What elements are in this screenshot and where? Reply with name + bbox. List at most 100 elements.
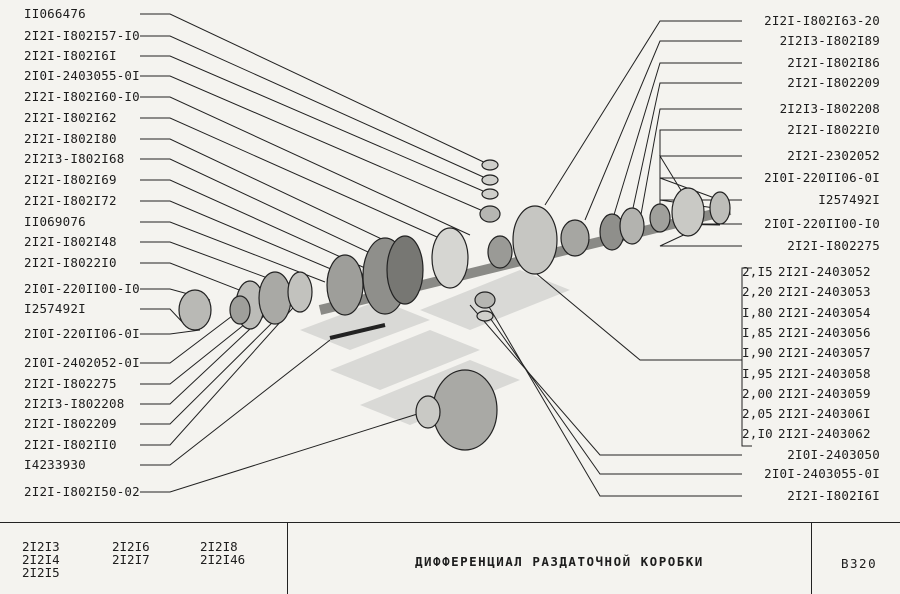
shim-part-number: 2I2I-2403062	[778, 426, 871, 441]
part-number-label: 2I2I3-I802208	[779, 101, 880, 116]
leader-line	[629, 82, 742, 223]
leader-line	[140, 314, 266, 405]
shim-part-number: 2I2I-2403054	[778, 305, 871, 320]
part-number-label: 2I2I-I8022I0	[787, 122, 880, 137]
part-number-label: 2I0I-2403055-0I	[24, 68, 140, 83]
leader-line	[519, 259, 742, 361]
part-number-label: 2I2I-I802I86	[787, 55, 880, 70]
shim-thickness: 2,I0	[742, 426, 773, 441]
shim-part-number: 2I2I-2403052	[778, 264, 871, 279]
part-number-label: 2I0I-220II06-0I	[764, 170, 880, 185]
model-code: 2I2I7	[112, 552, 150, 567]
leader-line	[140, 179, 366, 269]
shim-part-number: 2I2I-2403057	[778, 345, 871, 360]
part-number-label: 2I2I-I802I69	[24, 172, 117, 187]
leader-line	[469, 304, 742, 456]
model-list-1: 2I2I3 2I2I4 2I2I5	[22, 540, 60, 579]
leader-line	[140, 319, 251, 385]
model-code: 2I2I46	[200, 552, 246, 567]
model-code: 2I2I5	[22, 565, 60, 580]
leader-line	[140, 158, 386, 261]
part-number-label: I4233930	[24, 457, 86, 472]
sheet-code-cell: В320	[811, 523, 900, 594]
shim-row: 2,I5 2I2I-2403052	[742, 265, 871, 278]
part-number-label: 2I2I-I802I50-02	[24, 484, 140, 499]
title-block: 2I2I3 2I2I4 2I2I5 2I2I6 2I2I7 2I2I8 2I2I…	[0, 522, 900, 594]
leader-line	[140, 138, 406, 251]
leader-line	[140, 339, 331, 466]
leader-line	[659, 129, 742, 215]
model-list-3: 2I2I8 2I2I46	[200, 540, 245, 566]
part-number-label: 2I0I-2402052-0I	[24, 355, 140, 370]
part-number-label: I257492I	[818, 192, 880, 207]
shim-part-number: 2I2I-2403059	[778, 386, 871, 401]
part-number-label: 2I2I-2302052	[787, 148, 880, 163]
differential-assembly	[178, 159, 732, 451]
leader-line	[609, 62, 742, 229]
shim-thickness: 2,20	[742, 284, 773, 299]
shim-part-number: 2I2I-2403056	[778, 325, 871, 340]
part-number-label: 2I2I-I802I48	[24, 234, 117, 249]
part-number-label: II066476	[24, 6, 86, 21]
leader-line	[489, 317, 742, 475]
leader-line	[659, 177, 742, 201]
leader-line	[140, 241, 301, 291]
part-number-label: 2I0I-220II00-I0	[24, 281, 140, 296]
model-code: 2I2I6	[112, 539, 150, 554]
title-cell: ДИФФЕРЕНЦИАЛ РАЗДАТОЧНОЙ КОРОБКИ	[287, 523, 812, 594]
shim-part-number: 2I2I-240306I	[778, 406, 871, 421]
part-number-label: 2I2I-I802I6I	[24, 48, 117, 63]
part-number-label: 2I0I-2403050	[787, 447, 880, 462]
model-code: 2I2I4	[22, 552, 60, 567]
part-number-label: 2I2I-I802209	[787, 75, 880, 90]
leader-line	[140, 309, 241, 364]
part-number-label: 2I2I-I802275	[24, 376, 117, 391]
sheet-code: В320	[841, 556, 878, 571]
part-number-label: 2I2I3-I802I68	[24, 151, 125, 166]
shim-row: 2,00 2I2I-2403059	[742, 387, 871, 400]
leader-lines	[140, 13, 752, 497]
shim-thickness: 2,I5	[742, 264, 773, 279]
part-number-label: 2I2I-I802I63-20	[764, 13, 880, 28]
leader-line	[140, 262, 266, 301]
part-number-label: 2I0I-2403055-0I	[764, 466, 880, 481]
part-number-label: I257492I	[24, 301, 86, 316]
part-number-label: II069076	[24, 214, 86, 229]
leader-line	[544, 20, 742, 206]
shim-row: 2,05 2I2I-240306I	[742, 407, 871, 420]
shim-part-number: 2I2I-2403053	[778, 284, 871, 299]
shim-row: I,80 2I2I-2403054	[742, 306, 871, 319]
part-number-label: 2I2I-I802275	[787, 238, 880, 253]
model-code: 2I2I3	[22, 539, 60, 554]
part-number-label: 2I2I-I8022I0	[24, 255, 117, 270]
model-code: 2I2I8	[200, 539, 238, 554]
sheet-title: ДИФФЕРЕНЦИАЛ РАЗДАТОЧНОЙ КОРОБКИ	[415, 554, 704, 569]
part-number-label: 2I2I-I802209	[24, 416, 117, 431]
leader-line	[140, 309, 286, 425]
shim-thickness: 2,00	[742, 386, 773, 401]
shim-thickness: I,90	[742, 345, 773, 360]
part-number-label: 2I2I3-I802I89	[779, 33, 880, 48]
shim-thickness: 2,05	[742, 406, 773, 421]
leader-line	[140, 96, 471, 236]
leader-line	[140, 329, 201, 335]
part-number-label: 2I2I-I802I60-I0	[24, 89, 140, 104]
leader-line	[140, 200, 346, 276]
shim-thickness: I,80	[742, 305, 773, 320]
model-list-2: 2I2I6 2I2I7	[112, 540, 150, 566]
leader-line	[140, 13, 491, 166]
table-bracket	[741, 267, 752, 447]
leader-line	[659, 155, 742, 206]
leader-line	[140, 308, 186, 326]
part-number-label: 2I2I-I802I62	[24, 110, 117, 125]
part-number-label: 2I2I-I802I6I	[787, 488, 880, 503]
leader-line	[484, 299, 742, 497]
part-number-label: 2I2I-I802I57-I0	[24, 28, 140, 43]
shim-part-number: 2I2I-2403058	[778, 366, 871, 381]
part-number-label: 2I0I-220II00-I0	[764, 216, 880, 231]
leader-line	[140, 221, 326, 283]
exploded-view-drawing	[140, 13, 752, 497]
